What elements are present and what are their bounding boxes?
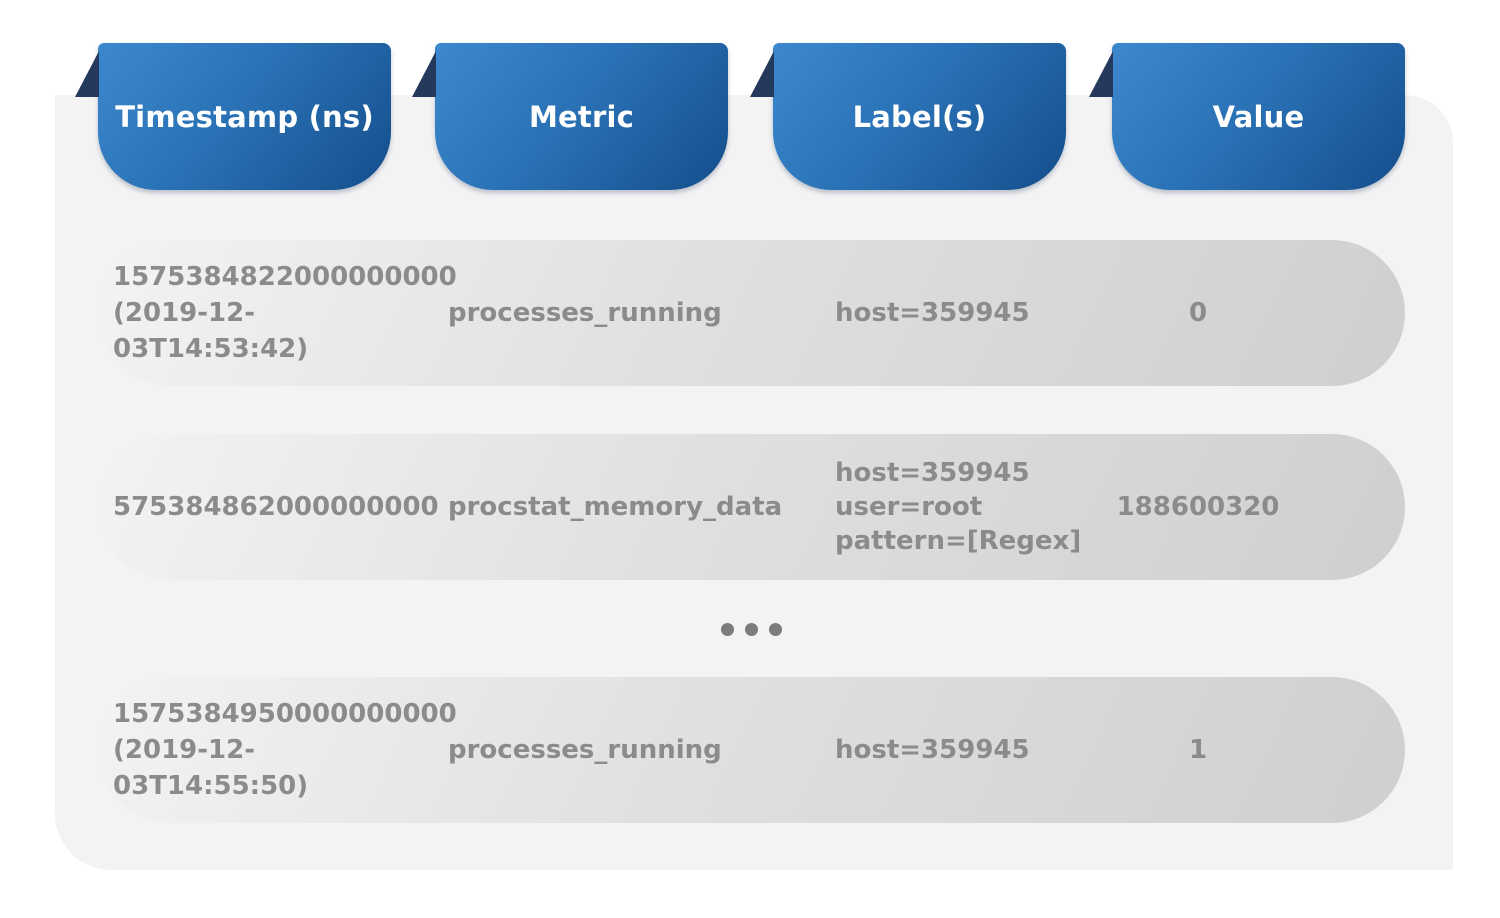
timestamp-ns: 575384862000000000 bbox=[113, 492, 439, 522]
table-row: 575384862000000000 procstat_memory_data … bbox=[98, 434, 1405, 580]
column-header-label: Label(s) bbox=[852, 99, 987, 134]
value-cell: 188600320 bbox=[1116, 492, 1280, 522]
more-rows-indicator bbox=[98, 615, 1405, 643]
label-line: host=359945 bbox=[835, 298, 1030, 328]
column-header-value: Value bbox=[1089, 43, 1405, 190]
timestamp-human: (2019-12-03T14:53:42) bbox=[113, 298, 309, 364]
ellipsis-dot bbox=[769, 622, 782, 636]
metric-cell: processes_running bbox=[448, 735, 722, 765]
label-line: user=root bbox=[835, 492, 983, 522]
column-header-timestamp: Timestamp (ns) bbox=[75, 43, 391, 190]
ellipsis-dot bbox=[745, 622, 758, 636]
label-line: host=359945 bbox=[835, 735, 1030, 765]
ribbon-fold bbox=[1089, 51, 1113, 97]
column-header-label: Value bbox=[1212, 99, 1305, 134]
label-line: pattern=[Regex] bbox=[835, 526, 1082, 556]
timestamp-cell: 1575384822000000000 (2019-12-03T14:53:42… bbox=[113, 259, 457, 367]
column-header-metric: Metric bbox=[412, 43, 728, 190]
metric-cell: procstat_memory_data bbox=[448, 492, 783, 522]
timestamp-cell: 1575384950000000000 (2019-12-03T14:55:50… bbox=[113, 696, 457, 804]
labels-cell: host=359945 bbox=[835, 296, 1098, 330]
table-row: 1575384950000000000 (2019-12-03T14:55:50… bbox=[98, 677, 1405, 823]
labels-cell: host=359945 bbox=[835, 733, 1098, 767]
metric-cell: processes_running bbox=[448, 298, 722, 328]
column-header-label: Timestamp (ns) bbox=[115, 99, 374, 134]
column-header-label: Metric bbox=[528, 99, 635, 134]
label-line: host=359945 bbox=[835, 458, 1030, 488]
timestamp-cell: 575384862000000000 bbox=[113, 489, 448, 525]
timestamp-ns: 1575384822000000000 bbox=[113, 262, 457, 292]
timestamp-human: (2019-12-03T14:55:50) bbox=[113, 735, 309, 801]
value-cell: 1 bbox=[1188, 735, 1208, 765]
ribbon-fold bbox=[750, 51, 774, 97]
ellipsis-dot bbox=[721, 622, 734, 636]
table-row: 1575384822000000000 (2019-12-03T14:53:42… bbox=[98, 240, 1405, 386]
column-header-labels: Label(s) bbox=[750, 43, 1066, 190]
labels-cell: host=359945 user=root pattern=[Regex] bbox=[835, 456, 1098, 558]
value-cell: 0 bbox=[1188, 298, 1208, 328]
ribbon-fold bbox=[75, 51, 99, 97]
ribbon-fold bbox=[412, 51, 436, 97]
timestamp-ns: 1575384950000000000 bbox=[113, 699, 457, 729]
